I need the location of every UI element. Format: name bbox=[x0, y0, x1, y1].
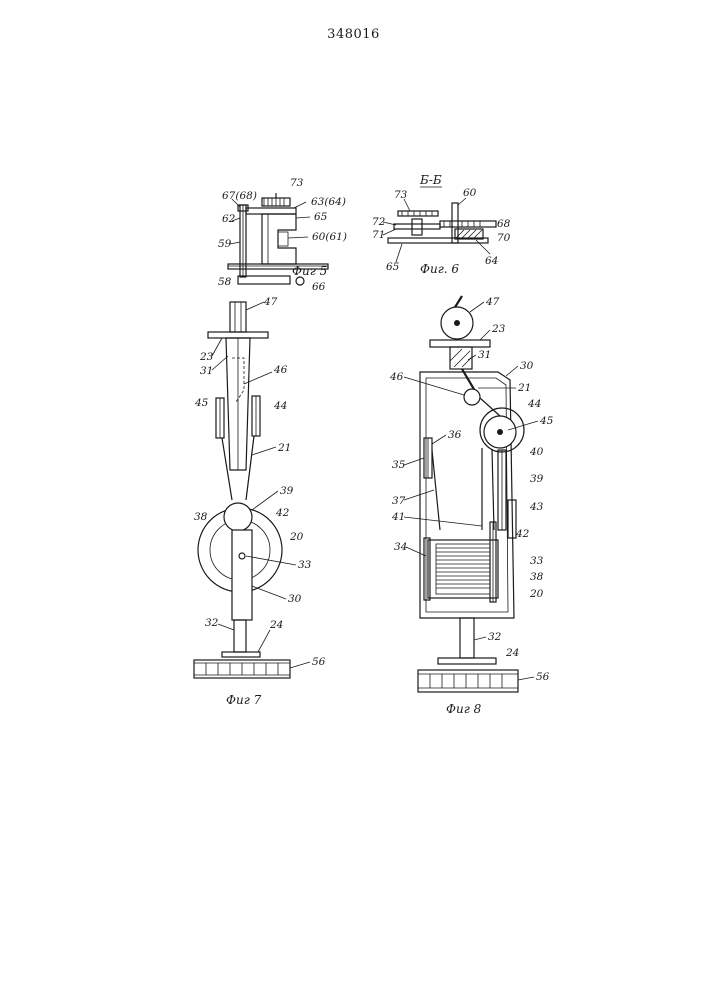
fig7-label-31: 31 bbox=[200, 365, 213, 377]
fig7-label-39: 39 bbox=[280, 485, 294, 497]
fig6-label-60: 60 bbox=[463, 187, 477, 199]
fig8-label-23: 23 bbox=[491, 323, 506, 335]
fig8-label-47: 47 bbox=[485, 296, 500, 308]
fig8-label-35: 35 bbox=[392, 459, 406, 471]
fig8-label-20: 20 bbox=[529, 588, 544, 600]
fig5-label-60-61: 60(61) bbox=[312, 231, 347, 243]
fig6-label-70: 70 bbox=[497, 232, 511, 244]
figure-6: Б-Б 73 60 72 68 bbox=[372, 173, 511, 276]
fig5-label-63-64: 63(64) bbox=[311, 196, 346, 208]
fig5-label-67-68: 67(68) bbox=[222, 190, 257, 202]
fig8-label-21: 21 bbox=[517, 382, 531, 394]
fig7-label-24: 24 bbox=[269, 619, 283, 631]
fig5-caption: Фиг 5 bbox=[292, 264, 327, 278]
fig8-label-31: 31 bbox=[478, 349, 491, 361]
fig6-label-68: 68 bbox=[497, 218, 511, 230]
fig7-label-56: 56 bbox=[312, 656, 326, 668]
fig7-label-32: 32 bbox=[205, 617, 219, 629]
fig7-caption: Фиг 7 bbox=[226, 693, 262, 707]
fig5-label-73: 73 bbox=[290, 177, 304, 189]
fig5-label-59: 59 bbox=[218, 238, 232, 250]
fig8-label-38: 38 bbox=[530, 571, 544, 583]
fig7-label-21: 21 bbox=[277, 442, 291, 454]
fig8-label-40: 40 bbox=[529, 446, 544, 458]
fig7-label-44: 44 bbox=[273, 400, 287, 412]
fig7-label-45: 45 bbox=[194, 397, 209, 409]
fig8-caption: Фиг 8 bbox=[446, 702, 482, 716]
fig6-label-73: 73 bbox=[394, 189, 408, 201]
fig8-label-30: 30 bbox=[520, 360, 534, 372]
fig7-label-42: 42 bbox=[275, 507, 290, 519]
fig6-section-label: Б-Б bbox=[419, 173, 442, 187]
fig8-label-45: 45 bbox=[539, 415, 554, 427]
fig8-label-37: 37 bbox=[392, 495, 406, 507]
fig8-label-32: 32 bbox=[488, 631, 502, 643]
fig5-label-62: 62 bbox=[222, 213, 236, 225]
fig6-label-64: 64 bbox=[485, 255, 498, 267]
fig8-label-56: 56 bbox=[536, 671, 550, 683]
fig8-label-34: 34 bbox=[394, 541, 407, 553]
fig6-caption: Фиг. 6 bbox=[420, 262, 459, 276]
fig6-label-65: 65 bbox=[386, 261, 400, 273]
figure-5: 73 67(68) 63(64) 62 65 60(61) 59 58 66 Ф… bbox=[218, 177, 347, 293]
fig8-label-33: 33 bbox=[530, 555, 544, 567]
fig8-label-43: 43 bbox=[529, 501, 544, 513]
figure-7: 47 23 31 46 45 44 21 39 38 42 20 33 30 3… bbox=[194, 296, 326, 707]
figure-8: 47 23 31 30 46 21 44 45 36 40 35 39 37 4… bbox=[389, 296, 554, 716]
fig7-label-38: 38 bbox=[194, 511, 208, 523]
fig5-label-58: 58 bbox=[218, 276, 232, 288]
fig5-label-65: 65 bbox=[314, 211, 328, 223]
fig8-label-41: 41 bbox=[391, 511, 405, 523]
fig7-label-33: 33 bbox=[298, 559, 312, 571]
fig7-label-47: 47 bbox=[263, 296, 278, 308]
fig7-label-20: 20 bbox=[289, 531, 304, 543]
fig5-label-66: 66 bbox=[312, 281, 326, 293]
fig8-label-46: 46 bbox=[389, 371, 404, 383]
fig8-label-24: 24 bbox=[505, 647, 519, 659]
fig8-label-44: 44 bbox=[527, 398, 541, 410]
fig7-label-46: 46 bbox=[273, 364, 288, 376]
fig8-label-36: 36 bbox=[448, 429, 462, 441]
fig7-label-30: 30 bbox=[288, 593, 302, 605]
fig8-label-39: 39 bbox=[530, 473, 544, 485]
fig7-label-23: 23 bbox=[199, 351, 214, 363]
fig8-label-42: 42 bbox=[515, 528, 530, 540]
